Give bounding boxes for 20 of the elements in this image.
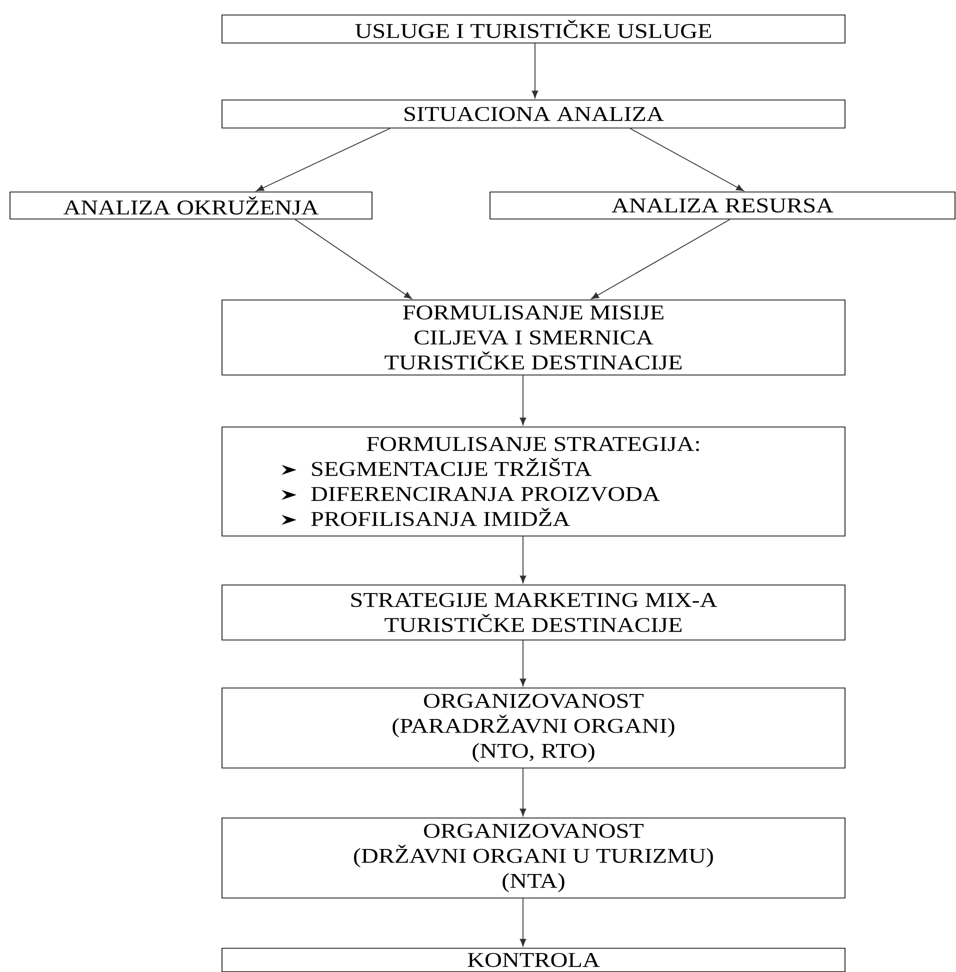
arrow (532, 42, 538, 98)
flow-box: KONTROLA (222, 948, 846, 972)
arrow (256, 128, 390, 192)
flow-box: FORMULISANJE MISIJE CILJEVA I SMERNICA TURISTIČKE DESTINACIJE (222, 300, 846, 376)
flow-box: SITUACIONA ANALIZA (222, 100, 846, 128)
flow-box: ANALIZA RESURSA (490, 192, 956, 220)
arrow (520, 640, 526, 686)
flow-box: USLUGE I TURISTIČKE USLUGE (222, 14, 846, 44)
arrow (591, 218, 730, 300)
arrow (294, 218, 412, 300)
flow-box: ANALIZA OKRUŽENJA (10, 192, 372, 220)
arrow (520, 768, 526, 816)
flow-box: STRATEGIJE MARKETING MIX-A TURISTIČKE DESTINACIJE (222, 584, 846, 640)
flow-box: ORGANIZOVANOST (PARADRŽAVNI ORGANI) (NTO, RTO) (222, 688, 846, 768)
arrow (520, 374, 526, 426)
arrow (630, 128, 744, 192)
flow-box: ORGANIZOVANOST (DRŽAVNI ORGANI U TURIZMU) (NTA) (222, 818, 846, 898)
arrow (520, 898, 526, 947)
flow-box: FORMULISANJE STRATEGIJA: SEGMENTACIJE TRŽIŠTA DIFERENCIRANJA PROIZVODA PROFILISANJA IMIDŽA (222, 426, 846, 536)
arrow (520, 536, 526, 584)
